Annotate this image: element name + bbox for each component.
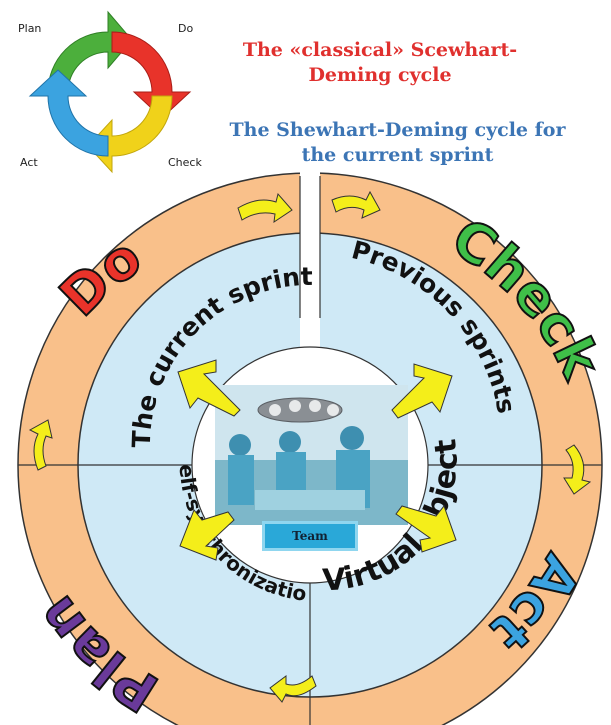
inner-arrow-bottom-right (395, 504, 457, 553)
plan-arc (47, 10, 133, 93)
ring-arrows (28, 190, 592, 703)
current-sprint-cycle-title: The Shewhart-Deming cycle for the curren… (229, 119, 566, 166)
check-arc (87, 95, 173, 174)
classical-cycle-diagram: Plan Do Check Act (18, 10, 202, 174)
small-plan-label: Plan (18, 22, 41, 35)
small-do-label: Do (178, 22, 193, 35)
small-act-label: Act (20, 156, 38, 169)
inner-arrow-top-right (391, 363, 453, 419)
act-arc (28, 69, 109, 157)
team-label: Team (262, 521, 358, 551)
ring-arrow-top-right (331, 190, 381, 219)
team-photo (215, 385, 408, 525)
ring-arrow-top-left (237, 192, 293, 224)
inner-arrow-top-left (177, 359, 241, 417)
classical-cycle-title: The «classical» Scewhart-Deming cycle (242, 39, 518, 86)
ring-arrow-bottom (269, 675, 317, 703)
ring-arrow-left (28, 419, 53, 471)
inner-arrow-bottom-left (179, 509, 235, 561)
small-check-label: Check (168, 156, 202, 169)
ring-arrow-right (563, 444, 592, 495)
inner-arrows (177, 359, 457, 561)
